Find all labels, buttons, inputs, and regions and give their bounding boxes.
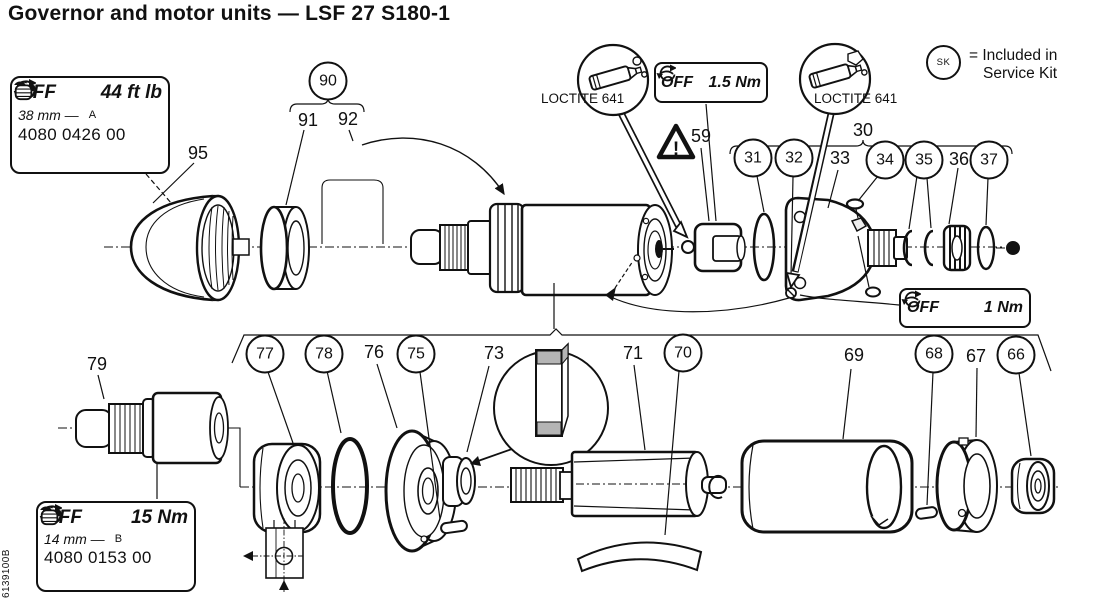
- torque-action: OFF: [907, 299, 939, 316]
- bearing-77: [252, 442, 322, 534]
- part-label-34: 34: [865, 140, 905, 180]
- part-label-32: 32: [774, 138, 814, 178]
- oil-passage-detail: [243, 518, 304, 592]
- o-ring-34-and-fitting: [845, 198, 881, 298]
- rear-end-plate-67: [935, 437, 998, 533]
- torque-action: OFF: [661, 73, 693, 91]
- warning-triangle: !: [656, 123, 696, 160]
- throttle-body-79: [75, 391, 229, 465]
- bearing-36: [942, 224, 972, 272]
- part-label-75: 75: [396, 334, 436, 374]
- legend-line-1: = Included in: [969, 47, 1058, 64]
- front-end-plate-76: [384, 429, 457, 553]
- part-label-36: 36: [948, 149, 970, 169]
- counterclockwise-arrow-icon: [901, 296, 919, 305]
- torque-value: 1 Nm: [983, 299, 1023, 316]
- part-label-95: 95: [187, 143, 209, 163]
- key-square: [232, 238, 250, 256]
- legend-line-2: Service Kit: [983, 64, 1058, 82]
- part-label-78: 78: [304, 334, 344, 374]
- part-label-30: 30: [852, 120, 874, 140]
- rotor-71: [510, 450, 727, 518]
- part-label-66: 66: [996, 335, 1036, 375]
- screw-32: [785, 287, 797, 299]
- torque-instruction-1-5nm: OFF 1.5 Nm: [654, 62, 768, 103]
- part-label-73: 73: [483, 343, 505, 363]
- torque-value: 44 ft lb: [100, 82, 162, 103]
- pin-75: [440, 519, 468, 535]
- torque-value: 15 Nm: [130, 507, 188, 528]
- tool-part-number: 4080 0426 00: [18, 125, 126, 144]
- part-label-79: 79: [86, 354, 108, 374]
- loctite-callout-left: [576, 43, 650, 117]
- governor-cap-95: [129, 194, 241, 302]
- part-label-91: 91: [297, 110, 319, 130]
- seal-ring-91: [259, 205, 310, 291]
- governor-valve-59: [681, 222, 746, 273]
- part-label-31: 31: [733, 138, 773, 178]
- o-ring-31: [752, 212, 776, 282]
- part-label-92: 92: [337, 109, 359, 129]
- motor-cylinder-69: [708, 439, 914, 534]
- page-title: Governor and motor units — LSF 27 S180-1: [8, 2, 451, 25]
- o-ring-78: [331, 437, 369, 535]
- part-label-68: 68: [914, 334, 954, 374]
- bearing-66: [1010, 457, 1056, 515]
- pin-68: [915, 506, 938, 520]
- part-label-69: 69: [843, 345, 865, 365]
- part-label-76: 76: [363, 342, 385, 362]
- loctite-callout-right: [798, 42, 872, 116]
- part-label-90: 90: [308, 61, 348, 101]
- spindle-assembly: [410, 202, 674, 297]
- vane-magnifier-detail: [470, 342, 609, 466]
- service-kit-legend: SK = Included in Service Kit: [926, 45, 1057, 83]
- o-ring-37: [976, 225, 996, 271]
- adhesive-label-right: LOCTITE 641: [814, 91, 898, 106]
- governor-housing-33: [784, 196, 908, 302]
- c-clip-35b: [923, 229, 934, 267]
- part-label-70: 70: [663, 333, 703, 373]
- hand-tool-icon: [40, 505, 59, 526]
- torque-instruction-1nm: OFF 1 Nm: [899, 288, 1031, 328]
- torque-instruction-box-b: OFF 15 Nm 14 mm — B 4080 0153 00: [36, 501, 196, 592]
- service-kit-symbol: SK: [926, 45, 961, 80]
- counterclockwise-arrow-icon: [656, 70, 674, 79]
- wrench-size: 14 mm —: [44, 531, 105, 547]
- part-label-71: 71: [622, 343, 644, 363]
- leader-lines: [97, 97, 1052, 536]
- torque-instruction-box-a: OFF 44 ft lb 38 mm — A 4080 0426 00: [10, 76, 170, 174]
- vane-70: [576, 541, 703, 573]
- hand-tool-icon: [14, 80, 33, 101]
- wrench-size: 38 mm —: [18, 107, 79, 123]
- steel-ball: [1006, 241, 1020, 255]
- part-label-33: 33: [829, 148, 851, 168]
- part-label-67: 67: [965, 346, 987, 366]
- part-label-59: 59: [690, 126, 712, 146]
- part-label-37: 37: [969, 140, 1009, 180]
- adhesive-apply-arrows: [617, 111, 835, 290]
- spacer-sleeve-73: [442, 456, 476, 507]
- torque-value: 1.5 Nm: [708, 73, 761, 91]
- part-label-35: 35: [904, 140, 944, 180]
- wrench-ref: A: [88, 109, 97, 121]
- warning-exclamation: !: [673, 139, 679, 160]
- c-clip-35a: [902, 229, 913, 267]
- part-label-77: 77: [245, 334, 285, 374]
- wrench-ref: B: [114, 533, 123, 545]
- adhesive-label-left: LOCTITE 641: [541, 91, 625, 106]
- tool-part-number: 4080 0153 00: [44, 548, 152, 567]
